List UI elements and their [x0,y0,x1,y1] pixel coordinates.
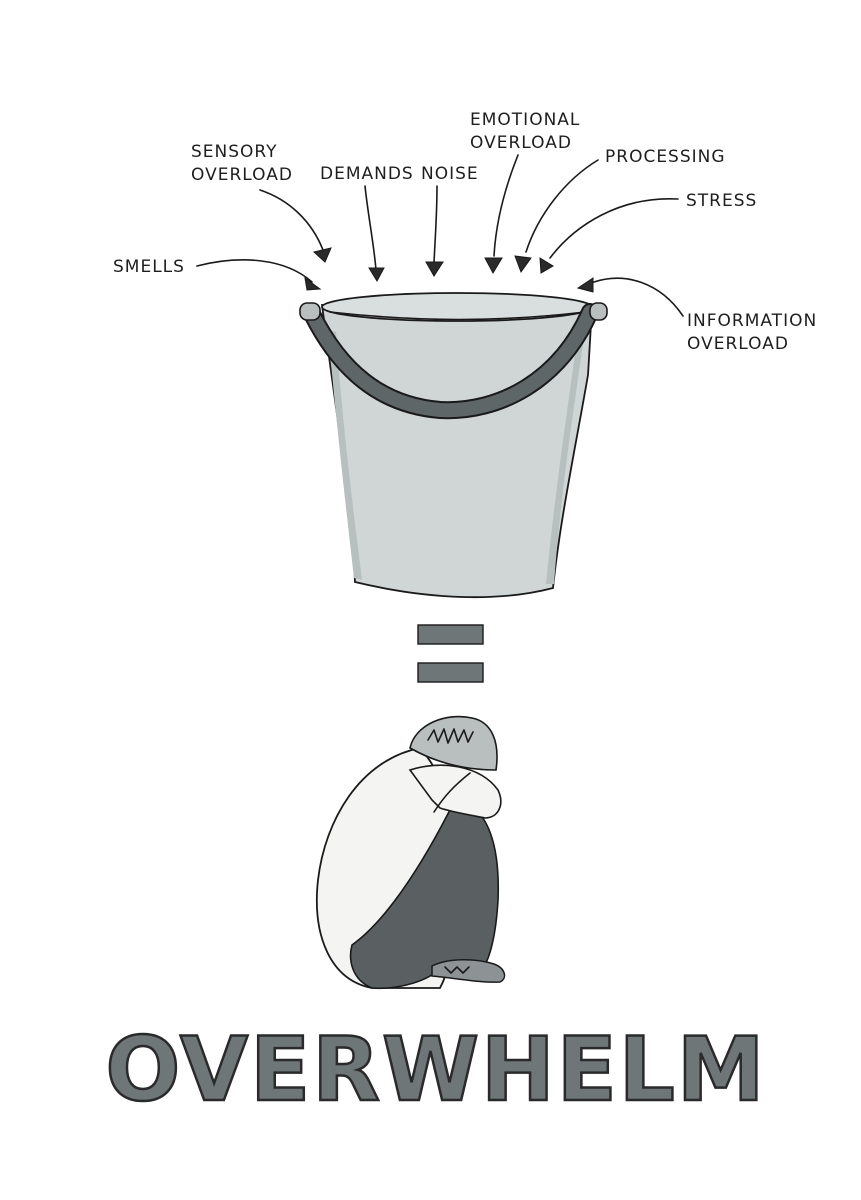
person-head [409,715,498,771]
label-processing: PROCESSING [605,147,726,167]
arrowhead-smells [304,276,322,291]
arrowhead-demands [368,267,385,283]
arrow-stress [549,198,679,259]
label-sensory-overload: SENSORY OVERLOAD [191,142,293,185]
label-smells: SMELLS [113,257,185,277]
arrowhead-emotional-overload [484,257,503,275]
label-emotional-overload-line2: OVERLOAD [470,133,572,153]
person-arm [408,764,502,819]
person-shoe-laces [444,966,470,974]
label-emotional-overload-line1: EMOTIONAL [470,110,580,130]
person-legs [349,799,500,990]
arrowhead-information-overload [576,277,594,293]
bucket-lug-right [589,302,608,321]
arrowhead-noise [425,261,444,277]
arrow-demands [364,185,377,271]
label-demands: DEMANDS [320,164,414,184]
equals-sign [417,624,484,683]
arrowhead-stress [539,257,554,274]
bucket-shade-left [328,330,362,580]
label-sensory-overload-line1: SENSORY [191,142,278,162]
arrow-noise [433,185,438,264]
equals-bar-bottom [417,662,484,683]
bucket-lug-left [299,302,321,321]
label-emotional-overload: EMOTIONAL OVERLOAD [470,110,587,153]
equals-bar-top [417,624,484,645]
label-stress: STRESS [686,191,757,211]
title-overwhelm: OVERWHELM [106,1018,767,1121]
bucket-shade-right [546,330,585,584]
person-shoe [431,958,506,983]
label-sensory-overload-line2: OVERLOAD [191,165,293,185]
arrows [196,154,684,317]
label-information-overload-line1: INFORMATION [687,311,817,331]
arrow-information-overload [593,277,684,317]
bucket-rim [321,292,593,322]
crouching-person [316,715,506,990]
arrow-processing [525,159,599,253]
label-information-overload-line2: OVERLOAD [687,334,789,354]
label-information-overload: INFORMATION OVERLOAD [687,311,824,354]
bucket [299,292,608,599]
arrow-emotional-overload [493,154,519,257]
person-hair-scribble [427,728,474,744]
arrow-sensory-overload [259,189,324,251]
arrow-smells [196,259,313,283]
bucket-handle-fill [305,305,597,418]
arrowhead-sensory-overload [312,247,332,263]
person-arm-line [433,772,471,813]
arrowhead-processing [514,255,532,274]
label-noise: NOISE [421,164,479,184]
bucket-rim-inner [329,311,586,321]
